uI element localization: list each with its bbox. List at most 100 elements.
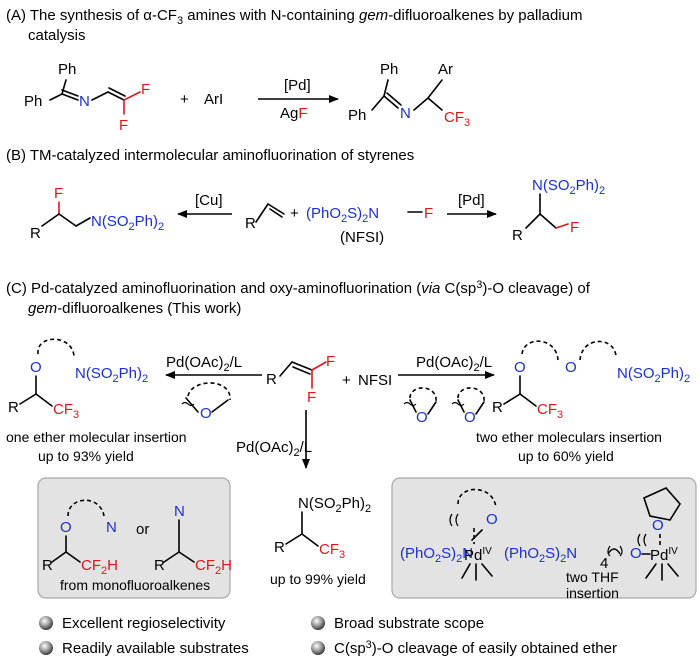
r-group: R: [154, 557, 165, 574]
cf2h-label: CF2H: [195, 557, 232, 577]
r-group: R: [274, 539, 285, 556]
aryl-iodide: ArI: [204, 91, 223, 108]
r-group: R: [42, 557, 53, 574]
pd-ligand-label: Pd(OAc)2/L: [236, 439, 312, 459]
chain-length: 4: [600, 555, 608, 572]
r-group: R: [492, 399, 503, 416]
header-a-line2: catalysis: [28, 27, 86, 44]
ether-o: O: [486, 511, 498, 528]
feature-item: C(sp3)-O cleavage of easily obtained eth…: [334, 639, 617, 657]
ether-o: O: [60, 519, 72, 536]
pd-catalyst: [Pd]: [458, 192, 485, 209]
bullet-icon: [39, 641, 53, 655]
ph-label: Ph: [58, 61, 76, 78]
main-yield: up to 99% yield: [270, 571, 366, 587]
bullet-icon: [311, 616, 325, 630]
nfsi-formula: (PhO2S)2N: [306, 205, 379, 225]
product-one-ether: O N(SO2Ph)2 R CF3 one ether molecular in…: [6, 338, 187, 464]
aryl-label: Ar: [438, 61, 453, 78]
ph-label: Ph: [24, 93, 42, 110]
svg-text:gem-difluoroalkenes (This work: gem-difluoroalkenes (This work): [28, 300, 241, 317]
nfsi-name: (NFSI): [340, 229, 384, 246]
amine-n: N: [106, 519, 117, 536]
one-ether-caption: one ether molecular insertion: [6, 429, 187, 445]
plus-sign: +: [342, 372, 351, 389]
ether-o: O: [630, 545, 642, 562]
plus-sign: +: [290, 205, 299, 222]
sulfonimide-group: N(SO2Ph)2: [532, 177, 605, 197]
ether-o: O: [565, 359, 577, 376]
section-b-header: (B) TM-catalyzed intermolecular aminoflu…: [6, 147, 414, 164]
r-group: R: [266, 371, 277, 388]
ether-below-left-arrow: O: [181, 382, 231, 422]
fluorine-label: F: [307, 389, 316, 406]
thf-insertion-panel: [391, 477, 697, 599]
main-product: N(SO2Ph)2 R CF3 up to 99% yield: [270, 495, 371, 587]
feature-list: Excellent regioselectivity Broad substra…: [39, 615, 617, 657]
ph-label: Ph: [380, 61, 398, 78]
monofluoroalkene-panel: [37, 477, 231, 599]
two-ether-caption: two ether moleculars insertion: [476, 429, 662, 445]
cf3-label: CF3: [53, 401, 79, 421]
header-a-text: (A) The synthesis of α-CF: [6, 7, 177, 24]
svg-text:(A) The synthesis of α-CF3 ami: (A) The synthesis of α-CF3 amines with N…: [6, 7, 582, 27]
fluorine-label: F: [570, 219, 579, 236]
ether-o: O: [200, 405, 212, 422]
cf3-label: CF3: [319, 541, 345, 561]
r-group: R: [8, 399, 19, 416]
svg-text:(C) Pd-catalyzed aminofluorina: (C) Pd-catalyzed aminofluorination and o…: [6, 279, 591, 297]
fluorine-label: F: [424, 205, 433, 222]
sulfonimide-group: N(SO2Ph)2: [75, 365, 148, 385]
bullet-icon: [311, 641, 325, 655]
feature-item: Broad substrate scope: [334, 615, 484, 632]
ether-o: O: [514, 359, 526, 376]
plus-sign: +: [180, 91, 189, 108]
nfsi-reagent: NFSI: [358, 372, 392, 389]
ph-label: Ph: [348, 107, 366, 124]
one-ether-yield: up to 93% yield: [38, 448, 134, 464]
cf2h-label: CF2H: [81, 557, 118, 577]
bullet-icon: [39, 616, 53, 630]
thf-o: O: [652, 517, 664, 534]
nfsi-ligand: (PhO2S)2N: [504, 545, 577, 565]
amine-n: N: [174, 503, 185, 520]
pd-iv-label: PdIV: [464, 546, 492, 564]
sulfonimide-group: N(SO2Ph)2: [298, 495, 371, 515]
feature-item: Readily available substrates: [62, 640, 249, 657]
r-group: R: [30, 225, 41, 242]
ether-o: O: [416, 409, 428, 426]
cf3-label: CF3: [444, 109, 470, 129]
nfsi-ligand: (PhO2S)2N: [400, 545, 473, 565]
section-a-header: (A) The synthesis of α-CF3 amines with N…: [6, 7, 582, 44]
fluorine-label: F: [141, 81, 150, 98]
two-ether-yield: up to 60% yield: [518, 448, 614, 464]
r-group: R: [245, 215, 256, 232]
ether-o: O: [464, 409, 476, 426]
cu-catalyst: [Cu]: [195, 192, 223, 209]
fluorine-label: F: [326, 353, 335, 370]
monofluoroalkene-products: O N R CF2H or N R CF2H from monofluoroal…: [42, 499, 232, 593]
silver-fluoride: AgF: [280, 105, 308, 122]
product-two-ether: O O N(SO2Ph)2 R CF3 two ether moleculars…: [476, 340, 690, 464]
pd-catalyst: [Pd]: [284, 77, 311, 94]
fluorine-label: F: [54, 185, 63, 202]
pd-ligand-label: Pd(OAc)2/L: [416, 354, 492, 374]
imine-n: N: [400, 105, 411, 122]
cf3-label: CF3: [537, 401, 563, 421]
two-thf-caption: two THF: [566, 569, 619, 585]
sulfonimide-group: N(SO2Ph)2: [617, 365, 690, 385]
fluorine-label: F: [119, 117, 128, 134]
difluoroalkene: R F F + NFSI: [266, 353, 392, 406]
sulfonimide-group: N(SO2Ph)2: [91, 213, 164, 233]
scheme-b: F R N(SO2Ph)2 [Cu] R + (PhO2S)2N F (NFSI…: [30, 177, 605, 246]
pd-ligand-label: Pd(OAc)2/L: [166, 354, 242, 374]
pd-intermediates: O (PhO2S)2N PdIV (PhO2S)2N 4 O PdIV O tw…: [400, 487, 681, 601]
imine-n: N: [79, 93, 90, 110]
scheme-a: Ph Ph N F F + ArI [Pd] AgF Ph Ph N Ar CF…: [24, 61, 470, 134]
monofluoro-caption: from monofluoroalkenes: [60, 577, 210, 593]
section-c-header: (C) Pd-catalyzed aminofluorination and o…: [6, 279, 591, 317]
ether-o: O: [30, 359, 42, 376]
pd-iv-label: PdIV: [650, 546, 678, 564]
feature-item: Excellent regioselectivity: [62, 615, 226, 632]
